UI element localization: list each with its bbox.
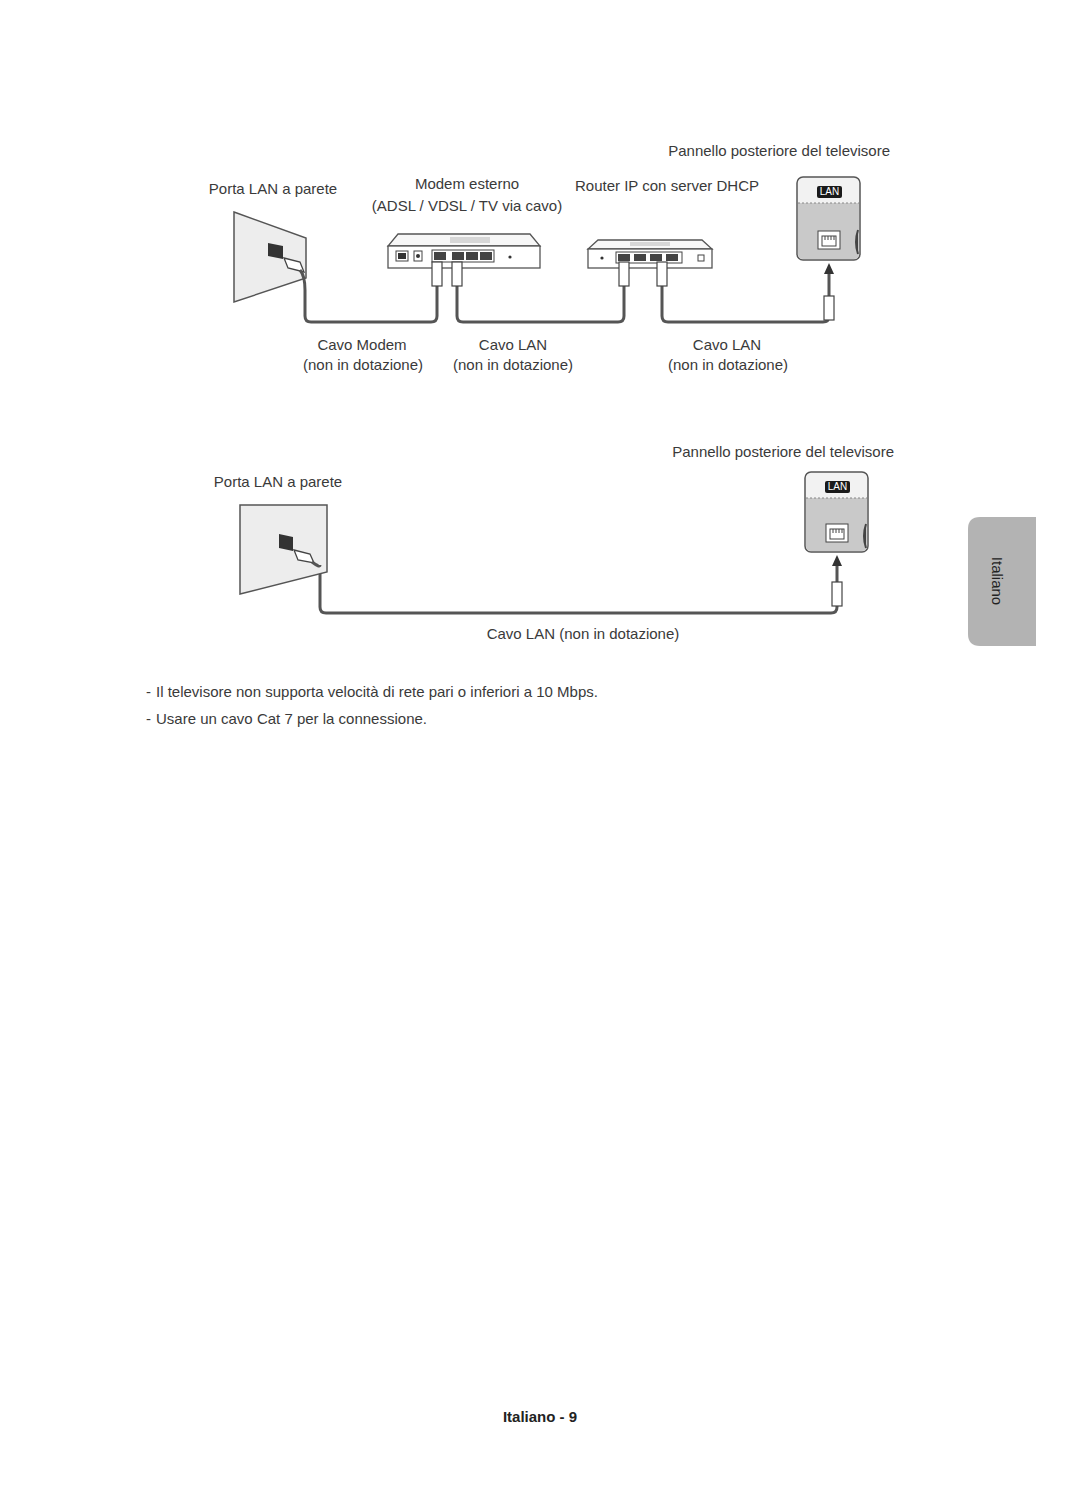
cable-label: Cavo LAN <box>691 336 763 354</box>
node-label: Router IP con server DHCP <box>575 177 759 195</box>
note-text: Usare un cavo Cat 7 per la connessione. <box>156 710 427 728</box>
node-label: (ADSL / VDSL / TV via cavo) <box>372 197 562 215</box>
tv-panel: Pannello posteriore del televisoreLAN <box>797 177 860 260</box>
port-badge: LAN <box>825 481 850 493</box>
router-device: Router IP con server DHCP <box>574 176 760 270</box>
modem-illustration <box>388 234 540 286</box>
language-tab-label: Italiano <box>988 557 1006 605</box>
wall-port: Porta LAN a parete <box>205 176 345 290</box>
cable-note: (non in dotazione) <box>453 356 573 374</box>
cable-note: (non in dotazione) <box>668 356 788 374</box>
bullet-dash: - <box>146 683 151 701</box>
cable-note: (non in dotazione) <box>303 356 423 374</box>
cable-label: Cavo LAN (non in dotazione) <box>485 625 682 643</box>
note-text: Il televisore non supporta velocità di r… <box>156 683 598 701</box>
router-illustration <box>588 240 712 286</box>
page-number: Italiano - 9 <box>503 1408 577 1426</box>
cable-label: Cavo Modem <box>315 336 408 354</box>
cable-label: Cavo LAN <box>477 336 549 354</box>
node-label: Modem esterno <box>415 175 519 193</box>
modem-device: Modem esterno (ADSL / VDSL / TV via cavo) <box>370 176 565 270</box>
node-heading: Pannello posteriore del televisore <box>672 443 894 461</box>
tv-rear-panel <box>805 472 868 606</box>
tv-panel: Pannello posteriore del televisoreLAN <box>805 472 868 552</box>
cable-connector <box>457 270 624 322</box>
node-label: Porta LAN a parete <box>209 180 337 198</box>
wall-port: Porta LAN a parete <box>210 474 345 565</box>
language-tab <box>968 517 1036 646</box>
tv-rear-panel <box>797 177 860 320</box>
wall-plate <box>234 212 306 302</box>
node-heading: Pannello posteriore del televisore <box>668 142 890 160</box>
node-label: Porta LAN a parete <box>214 473 342 491</box>
cable-connector <box>662 263 834 322</box>
wall-plate <box>240 505 327 594</box>
cable-connector <box>305 270 437 322</box>
bullet-dash: - <box>146 710 151 728</box>
cable-connector <box>320 555 842 613</box>
port-badge: LAN <box>817 186 842 198</box>
